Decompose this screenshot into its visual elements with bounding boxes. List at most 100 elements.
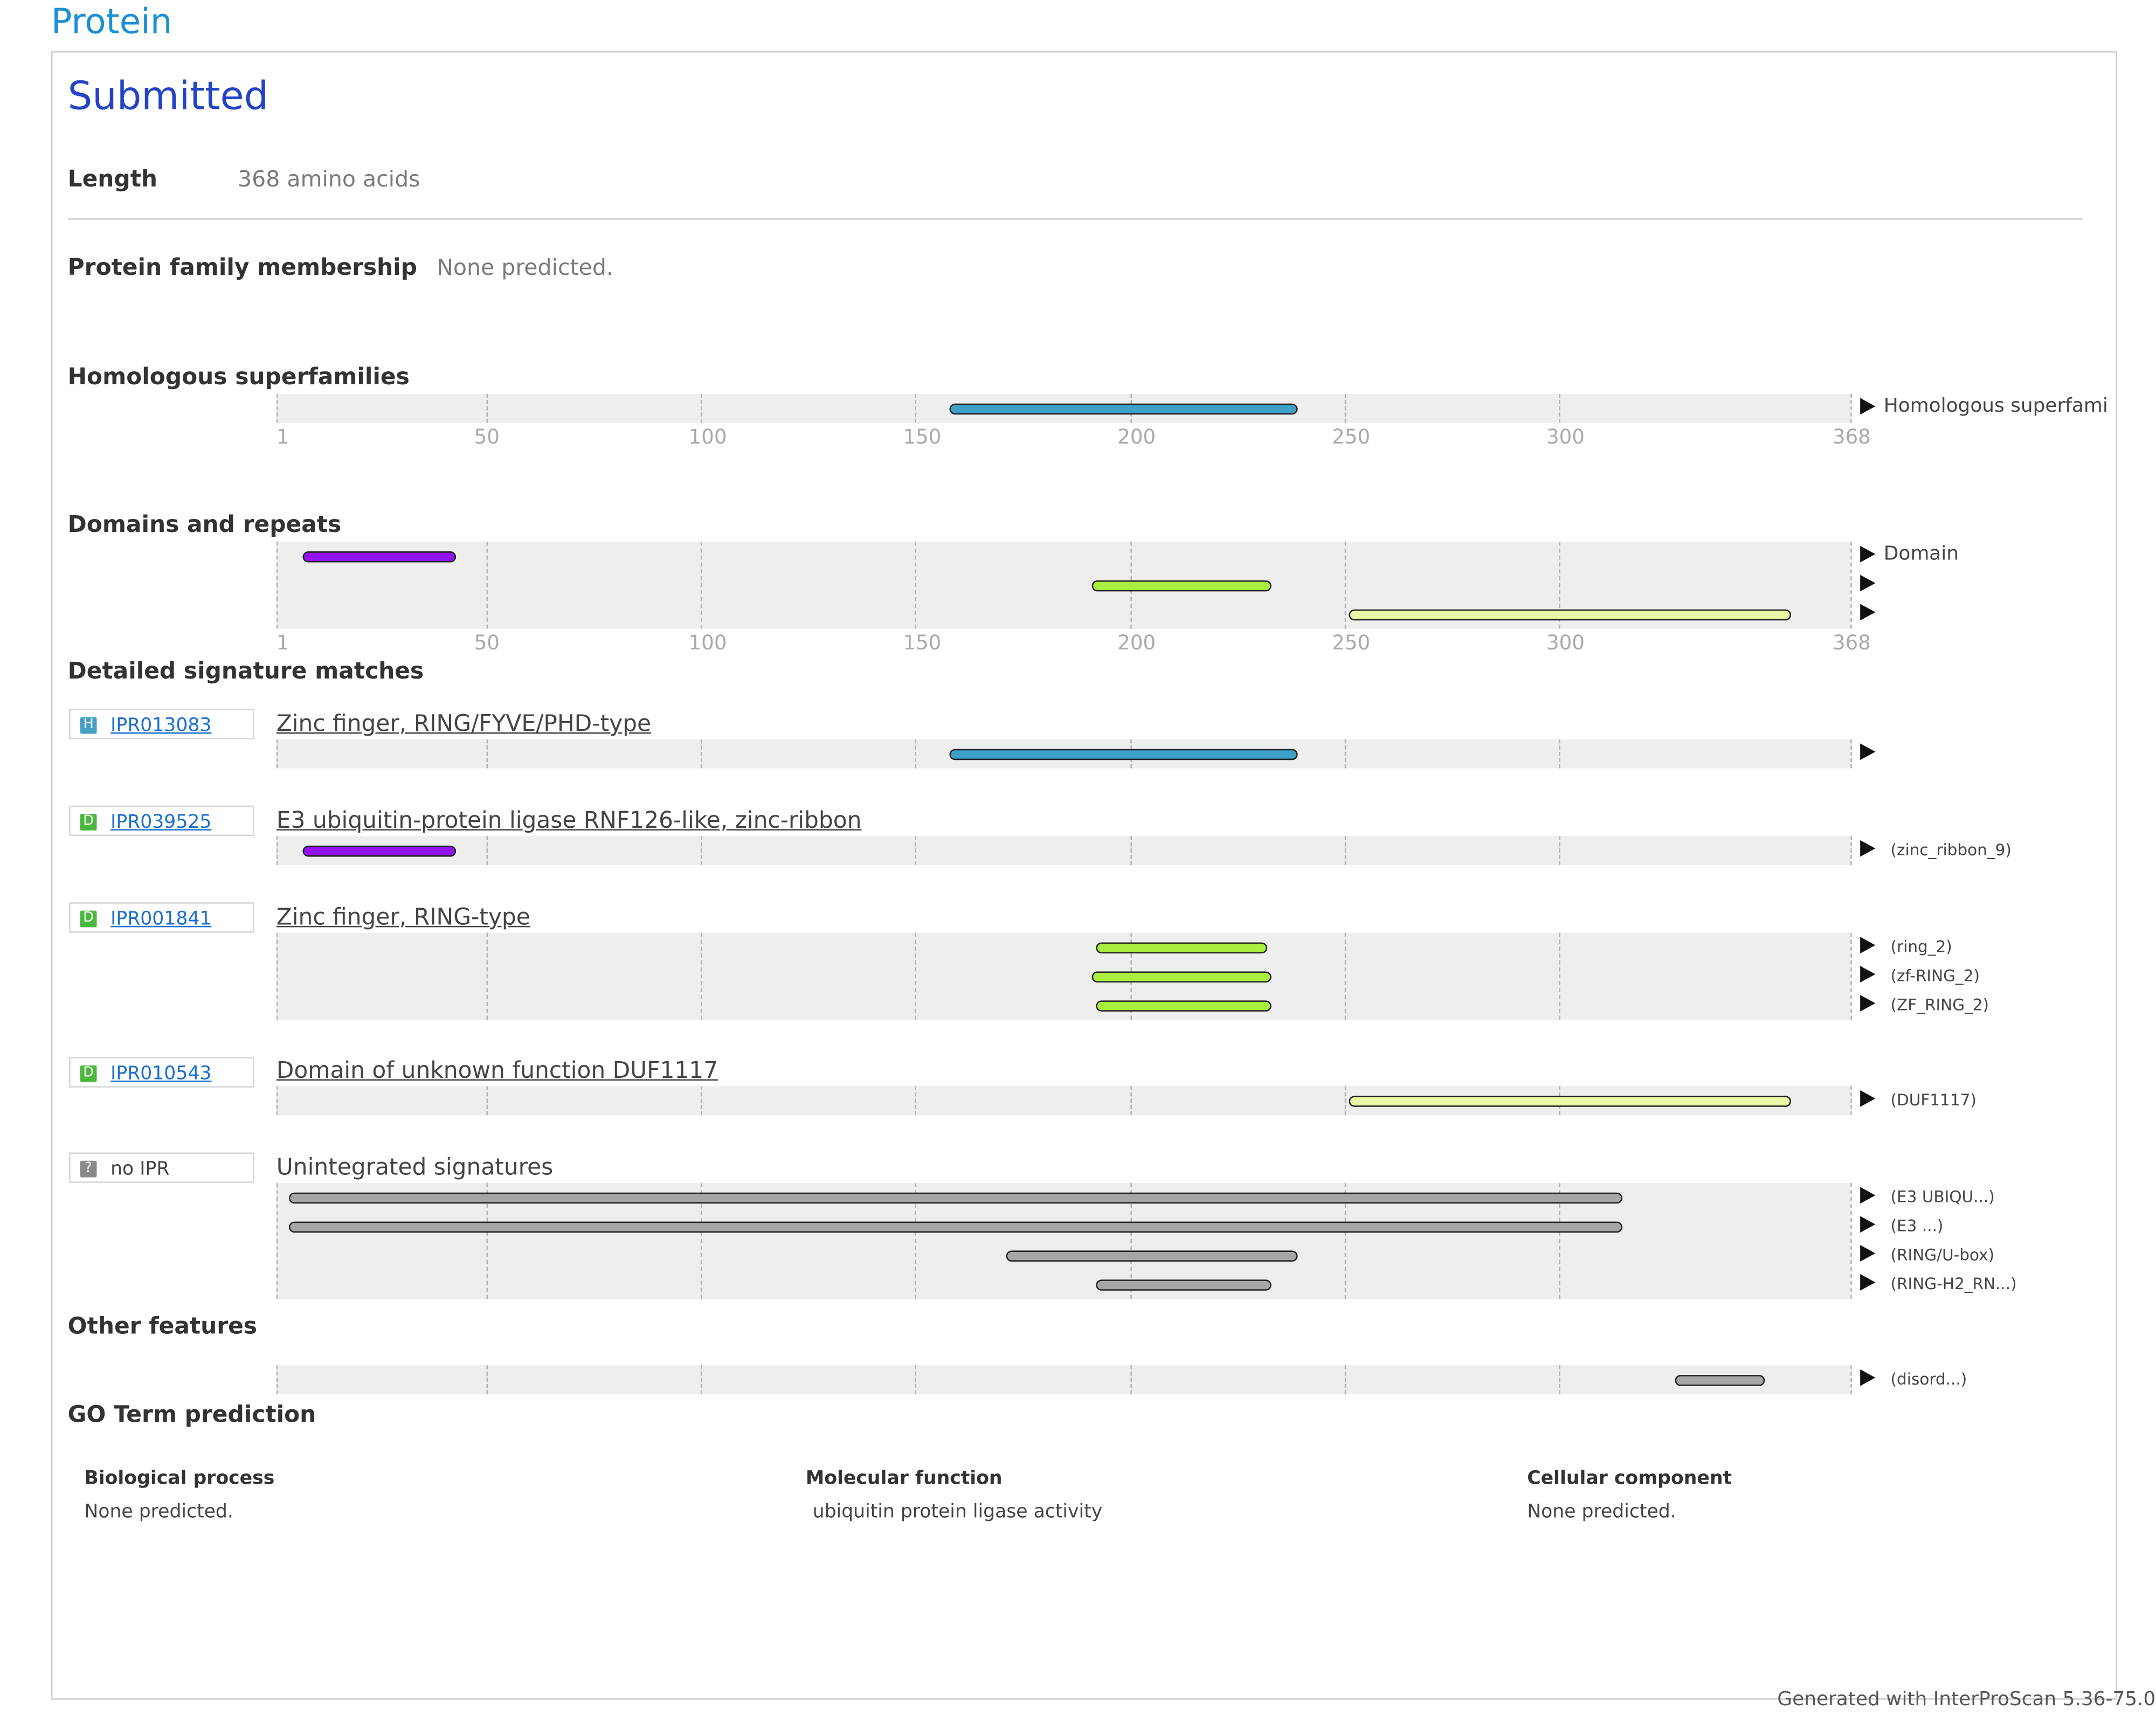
expand-arrow-icon[interactable]: [1860, 545, 1876, 563]
protein-name: Submitted: [67, 73, 269, 119]
tick-gridline: [1344, 393, 1346, 423]
tick-gridline: [1850, 542, 1852, 629]
track-label: (zinc_ribbon_9): [1890, 840, 2012, 860]
match-bar[interactable]: [1349, 608, 1791, 620]
match-track: [276, 1365, 1852, 1395]
expand-arrow-icon[interactable]: [1860, 1090, 1876, 1107]
section-homologous: Homologous superfamilies: [67, 363, 410, 390]
expand-arrow-icon[interactable]: [1860, 966, 1876, 983]
tick-gridline: [486, 393, 488, 423]
tick-gridline: [1559, 836, 1560, 866]
unknown-badge-icon: ?: [80, 1160, 97, 1178]
match-bar[interactable]: [950, 403, 1297, 414]
expand-arrow-icon[interactable]: [1860, 1369, 1876, 1386]
axis-tick-label: 368: [1832, 633, 1871, 655]
match-bar[interactable]: [302, 550, 457, 562]
tick-gridline: [1130, 1365, 1131, 1395]
ipr-link[interactable]: IPR010543: [110, 1062, 212, 1085]
expand-arrow-icon[interactable]: [1860, 1245, 1876, 1262]
expand-arrow-icon[interactable]: [1860, 995, 1876, 1012]
tick-gridline: [276, 393, 278, 423]
tick-gridline: [1344, 1365, 1346, 1395]
track-label: (ring_2): [1890, 937, 1952, 957]
match-bar[interactable]: [289, 1221, 1623, 1232]
ipr-entry-box: D IPR010543: [69, 1057, 254, 1088]
axis-tick-label: 300: [1546, 633, 1585, 655]
match-track: [276, 393, 1852, 423]
axis-tick-label: 100: [688, 427, 727, 449]
expand-arrow-icon[interactable]: [1860, 1187, 1876, 1204]
track-label: (ZF_RING_2): [1890, 995, 1989, 1014]
tick-gridline: [1850, 393, 1852, 423]
axis-tick-label: 100: [688, 633, 727, 655]
tick-gridline: [486, 836, 488, 866]
family-label: Protein family membership: [67, 254, 417, 281]
ipr-link[interactable]: IPR013083: [110, 714, 212, 737]
expand-arrow-icon[interactable]: [1860, 743, 1876, 760]
tick-gridline: [701, 542, 703, 629]
match-bar[interactable]: [1095, 1000, 1272, 1011]
track-label: (DUF1117): [1890, 1090, 1977, 1110]
tick-gridline: [1130, 1086, 1131, 1116]
tick-gridline: [1559, 1182, 1560, 1299]
tick-gridline: [915, 542, 917, 629]
match-bar[interactable]: [302, 845, 457, 856]
tick-gridline: [915, 739, 917, 769]
match-bar[interactable]: [289, 1192, 1623, 1203]
track-label: (E3 ...): [1890, 1216, 1944, 1236]
axis-tick-label: 368: [1832, 427, 1871, 449]
tick-gridline: [1344, 739, 1346, 769]
match-bar[interactable]: [1091, 579, 1272, 591]
tick-gridline: [701, 836, 703, 866]
match-bar[interactable]: [1349, 1095, 1791, 1106]
tick-gridline: [1559, 932, 1560, 1020]
tick-gridline: [1344, 836, 1346, 866]
tick-gridline: [915, 1086, 917, 1116]
expand-arrow-icon[interactable]: [1860, 1274, 1876, 1291]
expand-arrow-icon[interactable]: [1860, 937, 1876, 954]
ipr-link[interactable]: IPR001841: [110, 908, 212, 930]
match-bar[interactable]: [1095, 942, 1267, 953]
match-bar[interactable]: [1091, 971, 1272, 982]
signature-title[interactable]: Domain of unknown function DUF1117: [276, 1057, 718, 1084]
tick-gridline: [915, 836, 917, 866]
match-bar[interactable]: [1005, 1250, 1297, 1261]
match-bar[interactable]: [1095, 1278, 1272, 1290]
family-value: None predicted.: [437, 254, 613, 281]
track-label: Homologous superfami: [1883, 395, 2108, 418]
expand-arrow-icon[interactable]: [1860, 398, 1876, 415]
section-domains: Domains and repeats: [67, 511, 342, 538]
tick-gridline: [486, 1182, 488, 1299]
signature-title[interactable]: Zinc finger, RING/FYVE/PHD-type: [276, 710, 652, 737]
length-value: 368 amino acids: [238, 165, 420, 192]
domain-badge-icon: D: [80, 1065, 97, 1082]
protein-panel: [51, 51, 2118, 1700]
match-track: [276, 1086, 1852, 1116]
match-bar[interactable]: [1674, 1374, 1765, 1386]
expand-arrow-icon[interactable]: [1860, 840, 1876, 857]
expand-arrow-icon[interactable]: [1860, 604, 1876, 621]
tick-gridline: [1344, 1086, 1346, 1116]
match-track: [276, 542, 1852, 629]
homologous-badge-icon: H: [80, 717, 97, 734]
signature-title[interactable]: E3 ubiquitin-protein ligase RNF126-like,…: [276, 807, 862, 834]
track-label: (disord...): [1890, 1369, 1967, 1389]
page-header: Protein: [51, 1, 172, 41]
track-label: (RING-H2_RN...): [1890, 1274, 2017, 1293]
tick-gridline: [1559, 739, 1560, 769]
axis-tick-label: 250: [1332, 427, 1371, 449]
ipr-link[interactable]: IPR039525: [110, 811, 212, 834]
match-bar[interactable]: [950, 748, 1297, 759]
signature-title[interactable]: Zinc finger, RING-type: [276, 903, 530, 930]
tick-gridline: [486, 932, 488, 1020]
expand-arrow-icon[interactable]: [1860, 1216, 1876, 1233]
tick-gridline: [486, 739, 488, 769]
tick-gridline: [1130, 1182, 1131, 1299]
tick-gridline: [486, 1365, 488, 1395]
tick-gridline: [276, 932, 278, 1020]
match-track: [276, 836, 1852, 866]
section-go: GO Term prediction: [67, 1401, 316, 1428]
tick-gridline: [701, 739, 703, 769]
length-label: Length: [67, 165, 158, 192]
expand-arrow-icon[interactable]: [1860, 575, 1876, 592]
